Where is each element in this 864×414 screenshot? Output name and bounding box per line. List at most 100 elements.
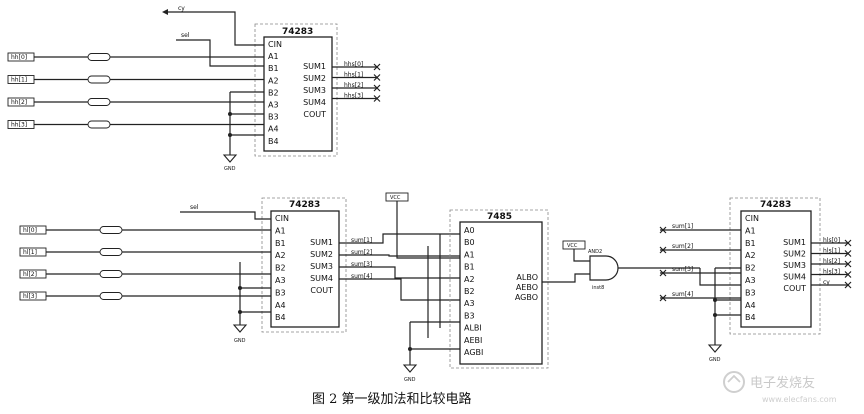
top-gnd: GND: [222, 92, 264, 172]
and-gate: AND2 inst8 VCC: [542, 240, 700, 291]
right-adder-in-pin-b4: B4: [745, 313, 756, 322]
svg-text:hhs[2]: hhs[2]: [344, 82, 363, 89]
svg-text:sum[4]: sum[4]: [351, 273, 372, 280]
top-input-ports: hh[0] hh[1] hh[2] hh[3]: [7, 52, 264, 129]
bottom-adder-in-pin-a4: A4: [275, 301, 286, 310]
sel-label-bottom: sel: [190, 204, 199, 211]
comparator-in-pin-b0: B0: [464, 238, 475, 247]
svg-text:sum[2]: sum[2]: [351, 249, 372, 256]
comparator-in-pin-b1: B1: [464, 263, 475, 272]
top-adder-out-pin-sum2: SUM2: [303, 74, 326, 83]
right-adder-out-pin-cout: COUT: [783, 284, 806, 293]
bottom-in-port: hl[1]: [19, 247, 271, 257]
bottom-adder-in-pin-b3: B3: [275, 288, 286, 297]
watermark-url: www.elecfans.com: [762, 395, 837, 404]
svg-text:cy: cy: [823, 279, 830, 286]
bottom-adder-chip: [270, 210, 340, 328]
right-out-port: hls[0]: [811, 237, 852, 247]
comparator-gnd: GND: [402, 321, 460, 383]
comparator-out-pin-albo: ALBO: [516, 273, 538, 282]
top-adder-out-pin-sum4: SUM4: [303, 98, 326, 107]
top-adder-in-pin-b4: B4: [268, 137, 279, 146]
comparator-in-pin-b2: B2: [464, 287, 475, 296]
watermark-brand: 电子发烧友: [750, 375, 815, 391]
svg-text:hh[1]: hh[1]: [11, 77, 27, 84]
bottom-out-port: sum[2]: [339, 249, 460, 257]
right-adder-in-pin-a2: A2: [745, 251, 756, 260]
svg-text:hls[1]: hls[1]: [823, 248, 840, 255]
top-out-port: hhs[2]: [332, 82, 381, 92]
bottom-gnd: GND: [232, 262, 271, 344]
right-adder-in-pin-cin: CIN: [745, 214, 759, 223]
svg-text:hl[2]: hl[2]: [23, 271, 37, 278]
svg-text:hls[3]: hls[3]: [823, 269, 840, 276]
bottom-adder-out-pin-sum4: SUM4: [310, 274, 333, 283]
sel-label-top: sel: [181, 32, 190, 39]
bottom-adder-in-pin-b2: B2: [275, 264, 286, 273]
cy-label: cy: [178, 5, 185, 12]
svg-text:sum[1]: sum[1]: [672, 223, 693, 230]
top-adder-in-pin-a2: A2: [268, 76, 279, 85]
right-adder-out-pin-sum3: SUM3: [783, 261, 806, 270]
top-adder-chip: [263, 36, 333, 152]
top-adder-in-pin-a4: A4: [268, 125, 279, 134]
right-adder-name: 74283: [760, 200, 791, 210]
comparator-in-pin-agbi: AGBI: [464, 348, 483, 357]
top-in-port: hh[0]: [7, 52, 264, 62]
right-adder-in-pin-a1: A1: [745, 226, 756, 235]
right-adder-out-pin-sum4: SUM4: [783, 273, 806, 282]
top-adder-in-pin-b2: B2: [268, 88, 279, 97]
right-adder-out-pin-sum1: SUM1: [783, 238, 806, 247]
bottom-in-port: hl[0]: [19, 225, 271, 235]
svg-text:hl[1]: hl[1]: [23, 249, 37, 256]
top-adder-in-pin-a3: A3: [268, 101, 279, 110]
svg-text:hh[2]: hh[2]: [11, 99, 27, 106]
right-adder-in-pin-b2: B2: [745, 264, 756, 273]
comparator-chip: [459, 221, 543, 365]
bottom-adder-in-pin-cin: CIN: [275, 214, 289, 223]
right-out-port: hls[3]: [811, 269, 852, 278]
top-out-port: hhs[0]: [332, 61, 381, 71]
right-gnd-label: GND: [709, 357, 721, 363]
right-out-port: hls[2]: [811, 258, 852, 268]
comparator-gnd-label: GND: [404, 377, 416, 383]
comparator-in-pin-a0: A0: [464, 226, 475, 235]
top-in-port: hh[2]: [7, 97, 264, 107]
and-gate-inst: inst8: [592, 285, 604, 291]
right-adder-chip: [740, 210, 812, 328]
bottom-adder-in-pin-a2: A2: [275, 251, 286, 260]
top-in-port: hh[3]: [7, 120, 264, 129]
bottom-gnd-label: GND: [234, 338, 246, 344]
top-out-port: hhs[3]: [332, 93, 381, 102]
bottom-adder-out-pin-sum1: SUM1: [310, 238, 333, 247]
and-gate-name: AND2: [588, 249, 602, 255]
svg-text:hls[0]: hls[0]: [823, 237, 840, 244]
comparator-vcc: VCC: [385, 192, 460, 259]
right-in-port: sum[1]: [659, 223, 741, 234]
top-adder-in-pin-a1: A1: [268, 52, 279, 61]
svg-text:sum[1]: sum[1]: [351, 237, 372, 244]
comparator-out-pin-aebo: AEBO: [516, 283, 538, 292]
svg-text:sum[3]: sum[3]: [672, 266, 693, 273]
svg-text:hls[2]: hls[2]: [823, 258, 840, 265]
right-adder-in-pin-b1: B1: [745, 239, 756, 248]
comparator-in-pin-a1: A1: [464, 250, 475, 259]
right-output-ports: hls[0] hls[1] hls[2] hls[3] cy: [811, 237, 852, 289]
bottom-adder-out-pin-sum3: SUM3: [310, 262, 333, 271]
top-out-port: hhs[1]: [332, 72, 381, 81]
top-adder-out-pin-sum3: SUM3: [303, 86, 326, 95]
right-adder-out-pin-sum2: SUM2: [783, 250, 806, 259]
top-adder-in-pin-b1: B1: [268, 64, 279, 73]
svg-text:hhs[3]: hhs[3]: [344, 93, 363, 100]
right-in-port: sum[4]: [659, 291, 741, 302]
bottom-adder-out-pin-sum2: SUM2: [310, 250, 333, 259]
vcc-label-2: VCC: [567, 243, 578, 249]
watermark-logo: 电子发烧友 www.elecfans.com: [723, 371, 837, 404]
svg-text:sum[3]: sum[3]: [351, 261, 372, 268]
top-in-port: hh[1]: [7, 75, 264, 84]
